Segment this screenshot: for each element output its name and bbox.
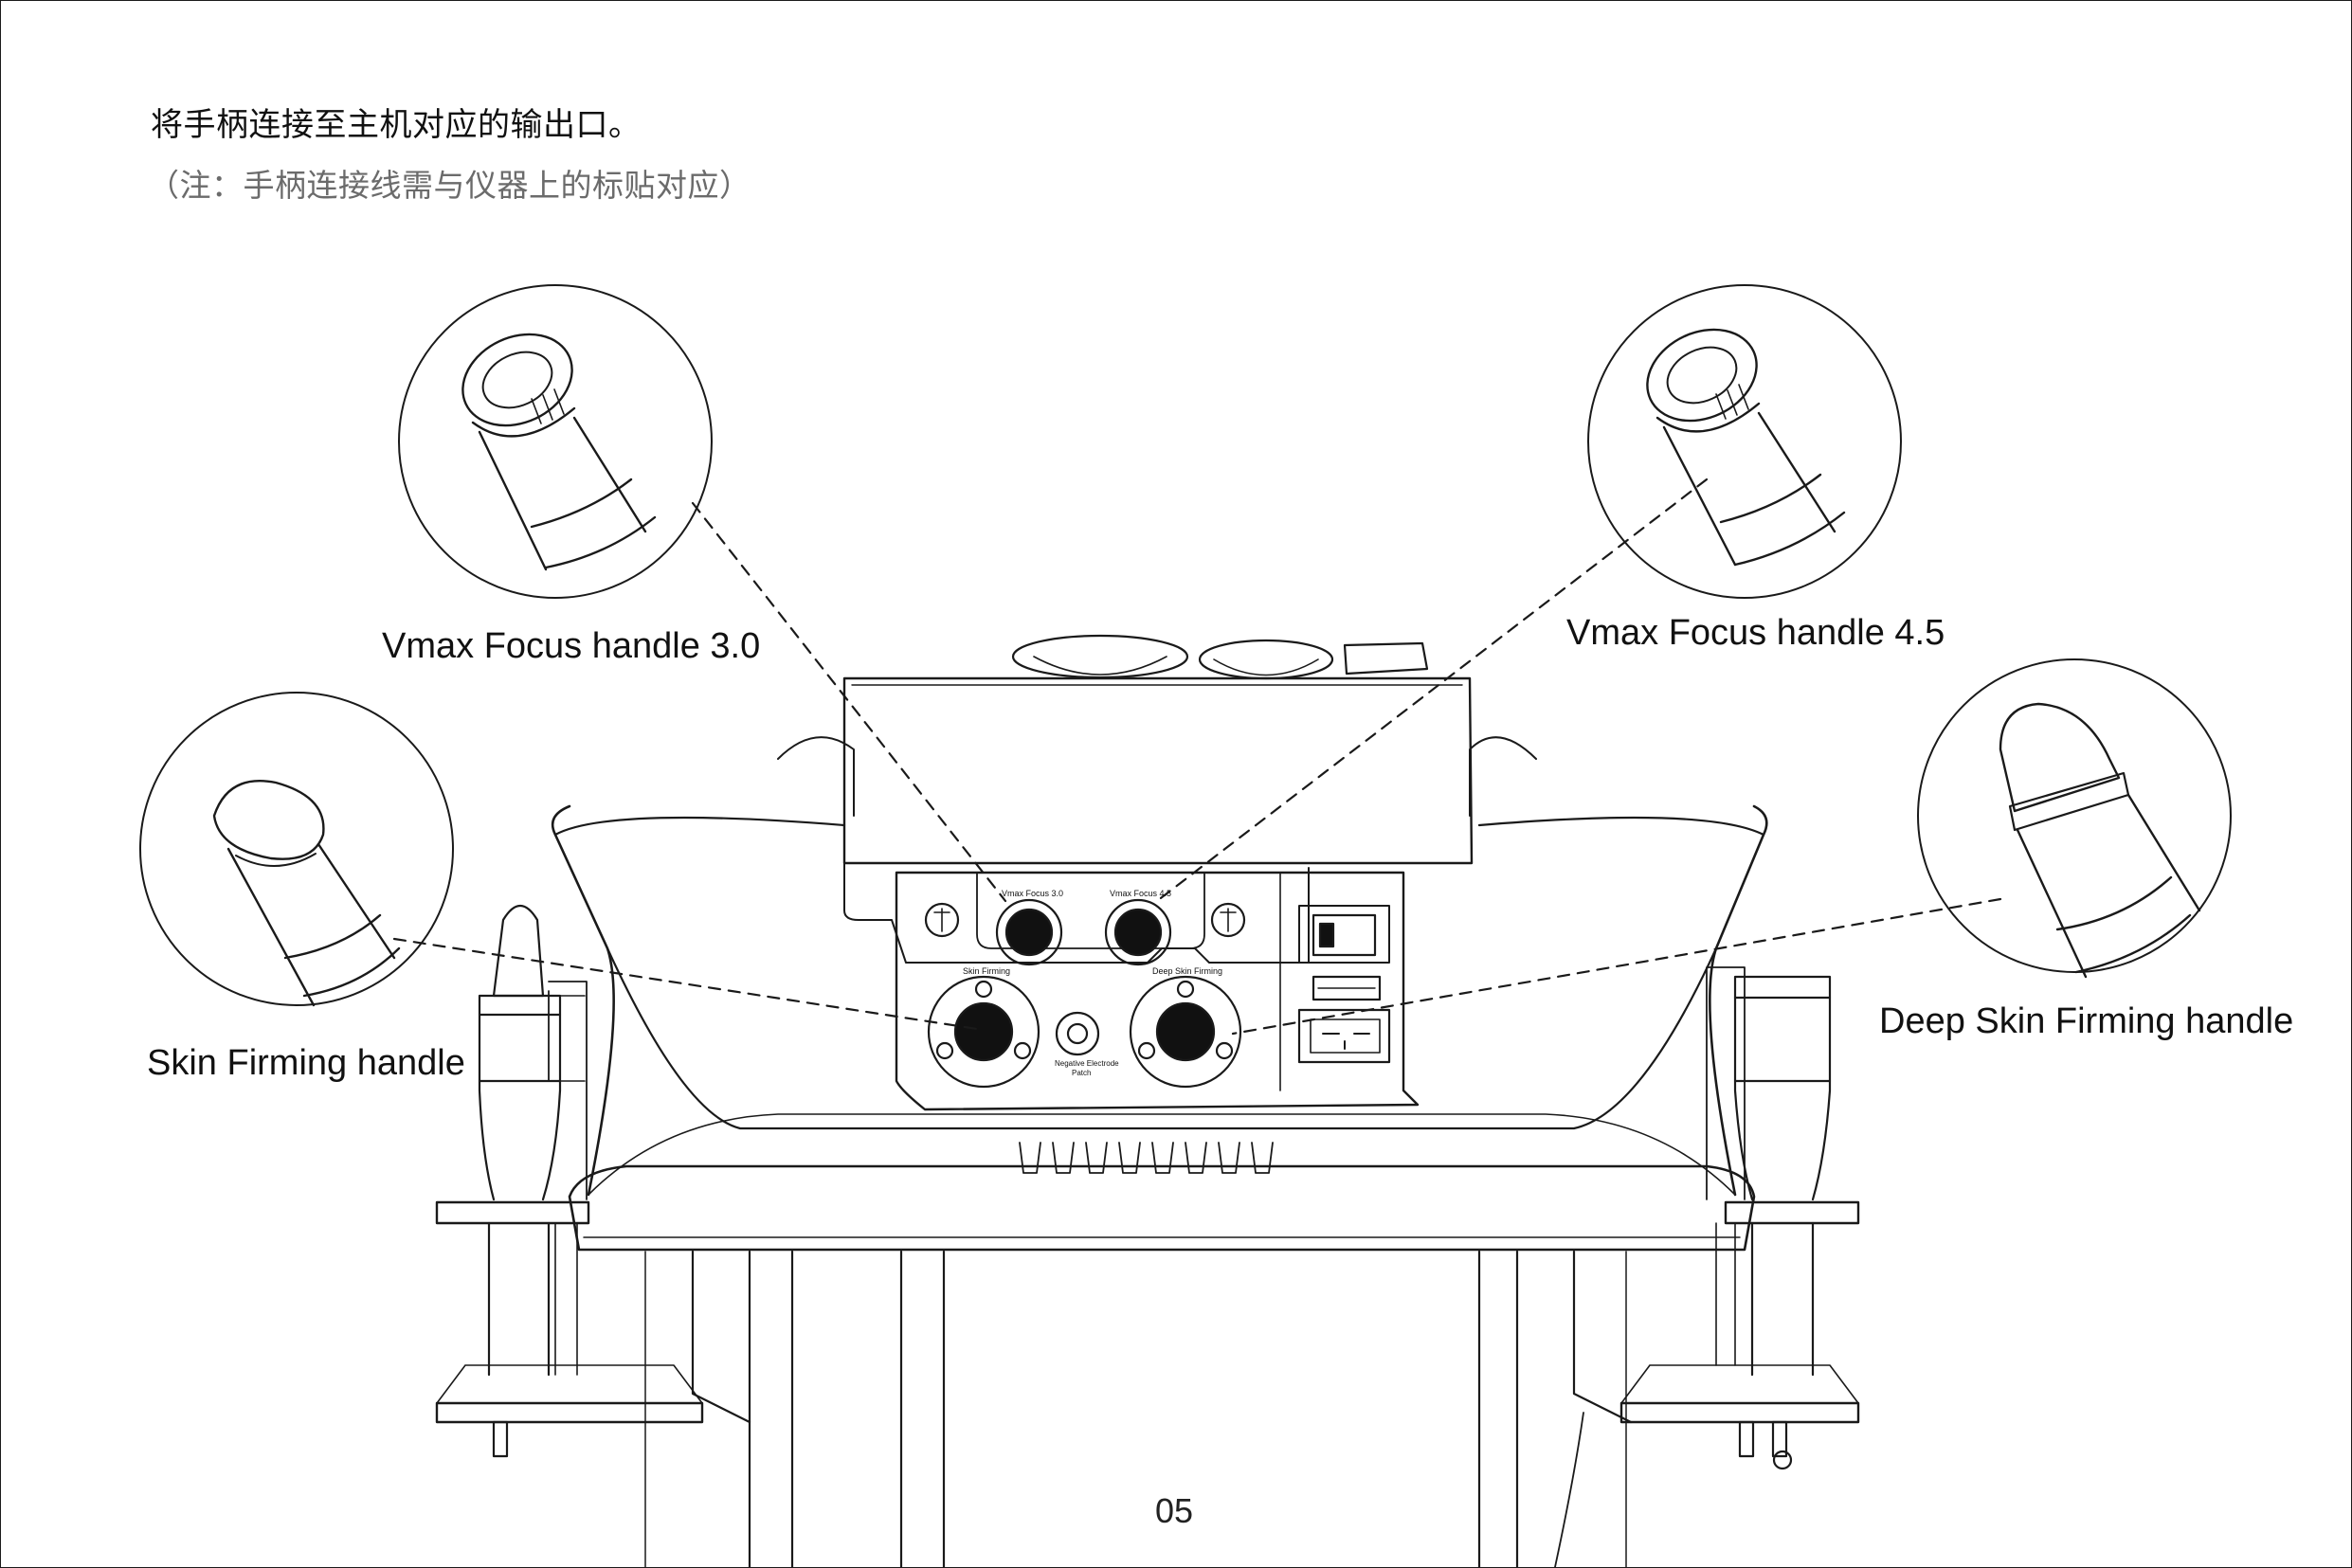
port-label-skin-firming: Skin Firming: [963, 966, 1010, 976]
port-label-deep-skin-firming: Deep Skin Firming: [1152, 966, 1222, 976]
page-title: 将手柄连接至主机对应的输出口。: [151, 106, 642, 144]
leader-lines: [392, 478, 2002, 1036]
callout-circle-vmax-30: [398, 284, 713, 599]
port-label-negative-electrode: Negative Electrode: [1055, 1059, 1119, 1068]
device-body: [551, 634, 1768, 1197]
callout-circle-skin-firming: [139, 692, 454, 1007]
callout-circle-vmax-45: [1587, 284, 1902, 599]
port-label-vmax-30: Vmax Focus 3.0: [1002, 889, 1063, 898]
callout-label-deep-skin-firming: Deep Skin Firming handle: [1879, 1001, 2294, 1041]
trolley-stand: [435, 1164, 1860, 1567]
callout-label-skin-firming: Skin Firming handle: [147, 1043, 465, 1083]
port-label-vmax-45: Vmax Focus 4.5: [1110, 889, 1171, 898]
page-note: （注：手柄连接线需与仪器上的标贴对应）: [148, 167, 751, 204]
holstered-handles: [478, 904, 1832, 1377]
page-number: 05: [1155, 1491, 1194, 1530]
callout-label-vmax-45: Vmax Focus handle 4.5: [1566, 613, 1945, 653]
port-label-negative-electrode-patch: Patch: [1072, 1069, 1091, 1077]
callout-circle-deep-skin-firming: [1917, 658, 2232, 979]
callout-label-vmax-30: Vmax Focus handle 3.0: [382, 626, 761, 666]
